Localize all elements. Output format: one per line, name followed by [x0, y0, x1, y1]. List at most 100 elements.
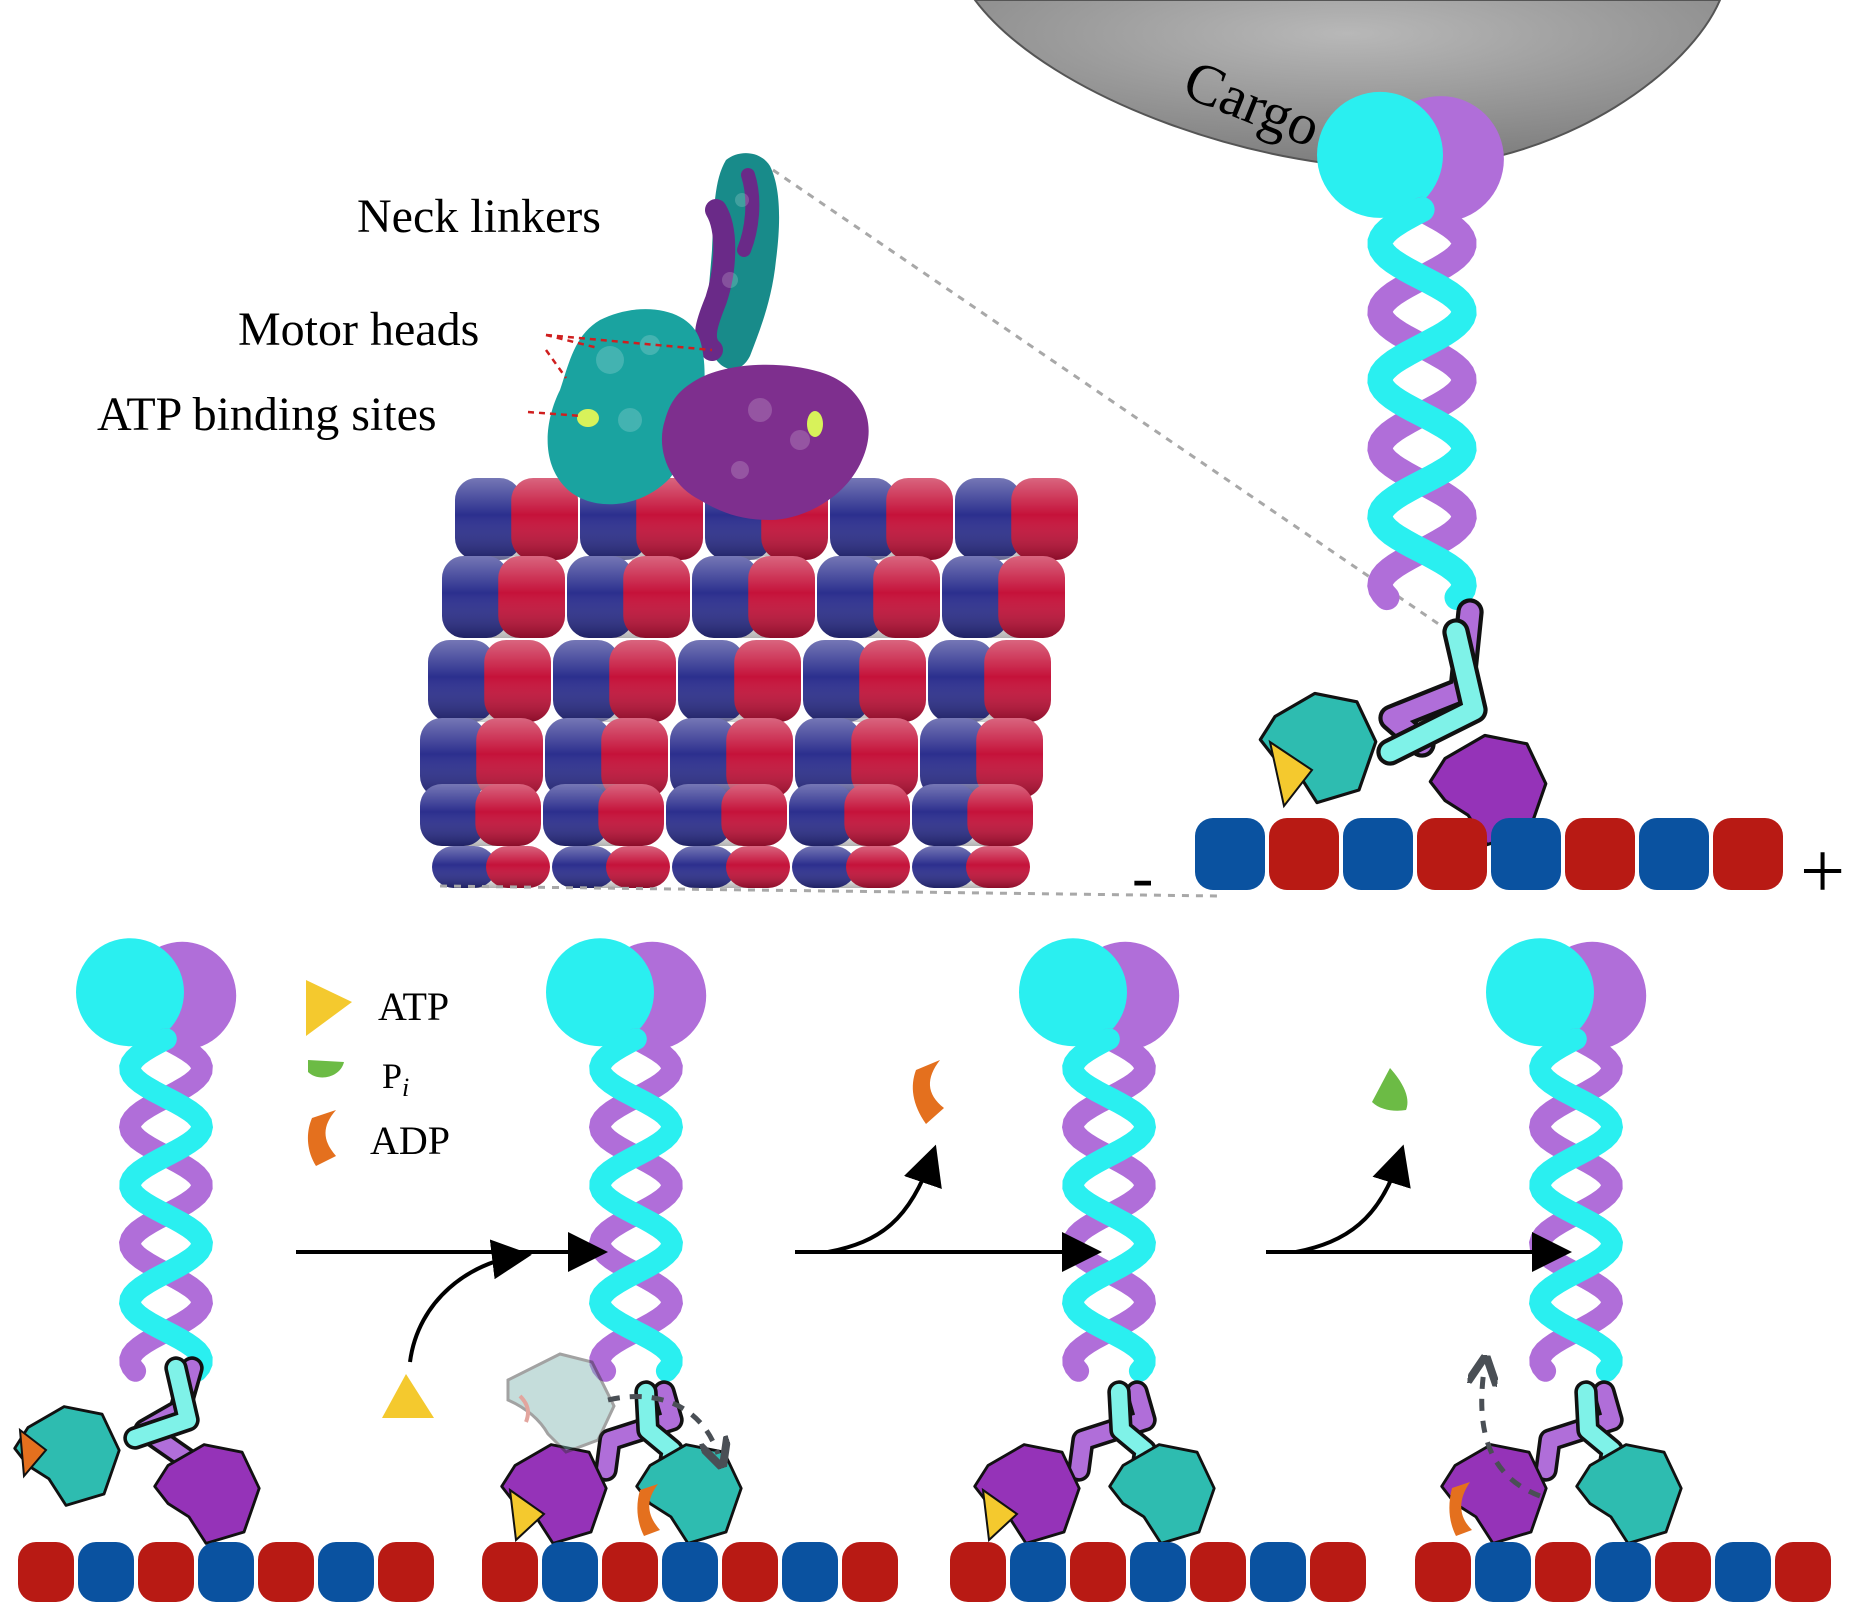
- label-leaders: [527, 333, 713, 418]
- tubulin-dimer-block: [912, 784, 1033, 846]
- legend-pi-label: Pi: [382, 1056, 409, 1102]
- arrow-atp-binding: [408, 1239, 532, 1363]
- motor-head: [1440, 1443, 1548, 1545]
- tubulin-subunit: [662, 1542, 718, 1602]
- minus-end-label: -: [1132, 841, 1153, 912]
- tubulin-subunit: [842, 1542, 898, 1602]
- tubulin-subunit: [1475, 1542, 1531, 1602]
- tubulin-subunit: [1713, 818, 1783, 890]
- arrow-pi-release: [1295, 1144, 1411, 1254]
- tubulin-subunit: [950, 1542, 1006, 1602]
- tubulin-subunit: [1417, 818, 1487, 890]
- tubulin-subunit: [1195, 818, 1265, 890]
- tubulin-subunit: [1130, 1542, 1186, 1602]
- tubulin-dimer-block: [670, 718, 793, 798]
- legend: ATP Pi ADP: [306, 980, 450, 1166]
- incoming-atp: [382, 1374, 434, 1418]
- neck-linkers-label: Neck linkers: [357, 190, 601, 243]
- microtubule-surface: [420, 478, 1078, 888]
- tubulin-dimer-block: [428, 640, 551, 722]
- tubulin-dimer-block: [442, 556, 565, 638]
- tubulin-subunit: [258, 1542, 314, 1602]
- tubulin-subunit: [1639, 818, 1709, 890]
- tubulin-subunit: [1010, 1542, 1066, 1602]
- tubulin-dimer-block: [567, 556, 690, 638]
- tubulin-subunit: [1595, 1542, 1651, 1602]
- tubulin-dimer-block: [678, 640, 801, 722]
- legend-atp-icon: [306, 980, 352, 1036]
- tubulin-subunit: [1190, 1542, 1246, 1602]
- tubulin-subunit: [1535, 1542, 1591, 1602]
- tubulin-subunit: [782, 1542, 838, 1602]
- tubulin-dimer-block: [432, 846, 550, 888]
- motor-head: [1575, 1443, 1683, 1545]
- tubulin-dimer-block: [420, 718, 543, 798]
- cargo-binding-domain: [1317, 91, 1443, 218]
- released-pi: [1372, 1068, 1408, 1111]
- tubulin-dimer-block: [545, 718, 668, 798]
- tubulin-subunit: [722, 1542, 778, 1602]
- tubulin-dimer-block: [666, 784, 787, 846]
- cycle-stage-1: [13, 938, 434, 1602]
- legend-pi-icon: [308, 1060, 344, 1078]
- legend-adp-icon: [307, 1110, 336, 1166]
- cargo-binding-domain: [546, 938, 654, 1047]
- tubulin-subunit: [1310, 1542, 1366, 1602]
- tubulin-subunit: [1415, 1542, 1471, 1602]
- cycle-stage-4: [1415, 938, 1831, 1602]
- atp-site-purple: [807, 411, 823, 437]
- tubulin-subunit: [198, 1542, 254, 1602]
- motor-heads-label: Motor heads: [238, 303, 479, 356]
- tubulin-subunit: [1250, 1542, 1306, 1602]
- tubulin-dimer-block: [942, 556, 1065, 638]
- cargo-binding-domain: [1486, 938, 1594, 1047]
- tubulin-subunit: [1775, 1542, 1831, 1602]
- tubulin-subunit: [1565, 818, 1635, 890]
- atp-site-teal: [577, 409, 599, 427]
- tubulin-subunit: [138, 1542, 194, 1602]
- tubulin-subunit: [1491, 818, 1561, 890]
- cargo-binding-domain: [76, 938, 184, 1047]
- tubulin-dimer-block: [552, 846, 670, 888]
- atp-cycle-stages: [13, 938, 1831, 1602]
- tubulin-dimer-block: [420, 784, 541, 846]
- tubulin-dimer-block: [455, 478, 578, 560]
- tubulin-subunit: [18, 1542, 74, 1602]
- legend-atp-label: ATP: [378, 984, 449, 1029]
- tubulin-subunit: [482, 1542, 538, 1602]
- tubulin-dimer-block: [955, 478, 1078, 560]
- tubulin-dimer-block: [803, 640, 926, 722]
- motor-head: [1108, 1443, 1216, 1545]
- plus-end-label: +: [1800, 828, 1845, 916]
- tubulin-dimer-block: [543, 784, 664, 846]
- tubulin-dimer-block: [912, 846, 1030, 888]
- motor-head: [973, 1443, 1081, 1545]
- kinesin-cartoon-large: [1195, 91, 1783, 890]
- tubulin-dimer-block: [792, 846, 910, 888]
- motor-head: [1258, 691, 1378, 805]
- cycle-stage-2: [482, 938, 898, 1602]
- motor-head: [153, 1443, 261, 1545]
- tubulin-dimer-block: [817, 556, 940, 638]
- tubulin-dimer-block: [672, 846, 790, 888]
- ghost-head-path-arrow: [607, 1394, 718, 1454]
- tubulin-subunit: [1655, 1542, 1711, 1602]
- process-arrows: [296, 1144, 1572, 1363]
- cargo-binding-domain: [1019, 938, 1127, 1047]
- tubulin-subunit: [1269, 818, 1339, 890]
- tubulin-dimer-block: [789, 784, 910, 846]
- kinesin-motor-surface: [547, 153, 869, 520]
- tubulin-dimer-block: [795, 718, 918, 798]
- motor-head: [500, 1443, 608, 1545]
- tubulin-subunit: [1715, 1542, 1771, 1602]
- tubulin-dimer-block: [920, 718, 1043, 798]
- tubulin-dimer-block: [553, 640, 676, 722]
- cycle-stage-3: [950, 938, 1366, 1602]
- zoom-lines: [439, 168, 1463, 898]
- tubulin-subunit: [378, 1542, 434, 1602]
- tubulin-dimer-block: [830, 478, 953, 560]
- legend-adp-label: ADP: [370, 1118, 450, 1163]
- tubulin-subunit: [1343, 818, 1413, 890]
- atp-binding-sites-label: ATP binding sites: [97, 388, 437, 441]
